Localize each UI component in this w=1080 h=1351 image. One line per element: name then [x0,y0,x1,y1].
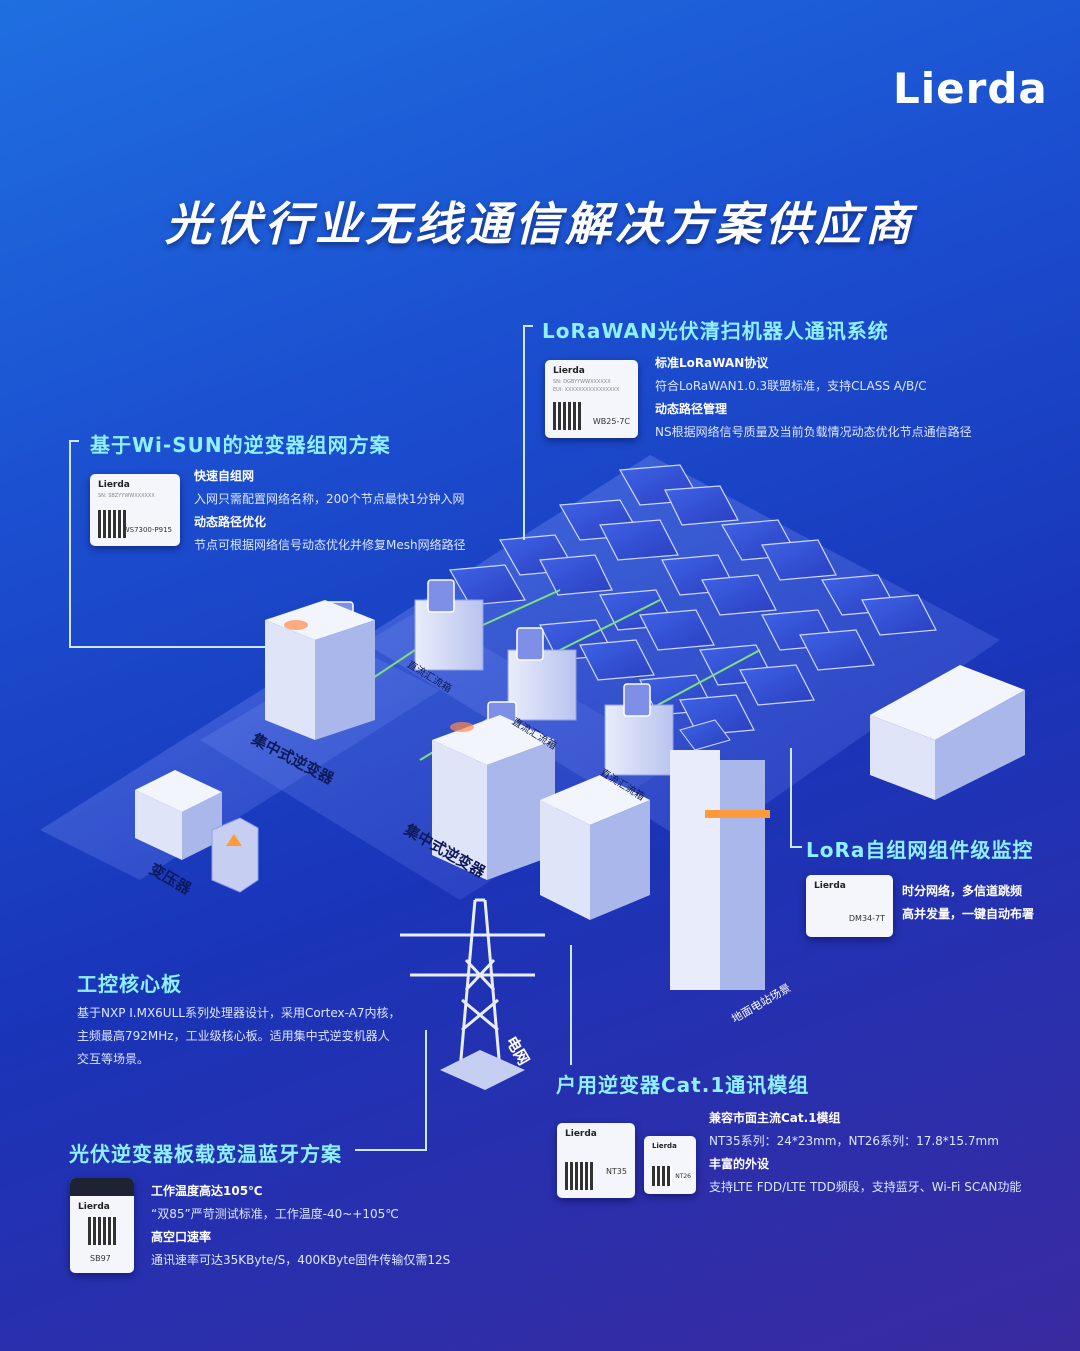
lora-mesh-feature-1: 时分网络，多信道跳频 [902,884,1023,898]
lorawan-module-sn: SN: DGBYYWWXXXXXX [553,379,611,385]
cat1-feature-1-heading: 兼容市面主流Cat.1模组 [709,1111,841,1125]
bluetooth-feature-1-heading: 工作温度高达105℃ [151,1184,263,1198]
bluetooth-connector-h [355,1149,427,1151]
bluetooth-module-model: SB97 [90,1254,111,1263]
cat1-feature-2-heading: 丰富的外设 [709,1157,770,1171]
cat1-features: 兼容市面主流Cat.1模组 NT35系列：24*23mm，NT26系列：17.8… [709,1107,1021,1199]
bluetooth-module-image: Lierda SB97 [70,1178,134,1273]
qr-code-icon [553,402,581,430]
core-board-title: 工控核心板 [77,972,182,996]
wisun-feature-1-heading: 快速自组网 [194,469,255,483]
cat1-feature-2-desc: 支持LTE FDD/LTE TDD频段，支持蓝牙、Wi-Fi SCAN功能 [709,1180,1022,1194]
wisun-connector-h [69,646,269,648]
core-board-desc-line-3: 交互等场景。 [77,1052,150,1066]
lorawan-title: LoRaWAN光伏清扫机器人通讯系统 [542,319,889,343]
lorawan-features: 标准LoRaWAN协议 符合LoRaWAN1.0.3联盟标准，支持CLASS A… [655,352,972,444]
qr-code-icon [565,1162,593,1190]
qr-code-icon [98,510,126,538]
lorawan-module-brand: Lierda [553,366,585,376]
bluetooth-connector-v [425,1030,427,1151]
bluetooth-feature-2-heading: 高空口速率 [151,1230,212,1244]
solar-panels [449,464,937,736]
bluetooth-feature-2-desc: 通讯速率可达35KByte/S，400KByte固件传输仅需12S [151,1253,451,1267]
tower-building [670,719,770,990]
lorawan-module-model: WB25-7C [592,417,630,426]
office-building [870,665,1025,800]
cat1-module-nt35-image: Lierda NT35 [557,1123,635,1198]
cat1-connector [570,945,572,1065]
core-board-desc-line-1: 基于NXP I.MX6ULL系列处理器设计，采用Cortex-A7内核， [77,1006,401,1020]
lierda-logo: Lierda [893,64,1048,113]
cat1-module-nt35-model: NT35 [605,1167,627,1176]
wisun-features: 快速自组网 入网只需配置网络名称，200个节点最快1分钟入网 动态路径优化 节点… [194,465,466,557]
wisun-connector-tick [69,440,79,442]
lora-mesh-connector-v [790,748,792,848]
lora-mesh-module-brand: Lierda [814,881,846,891]
wisun-module-model: WS7300-P915 [122,526,172,534]
lorawan-connector [523,325,525,540]
core-board-desc: 基于NXP I.MX6ULL系列处理器设计，采用Cortex-A7内核， 主频最… [77,1002,401,1071]
lorawan-feature-2-heading: 动态路径管理 [655,402,728,416]
cat1-title: 户用逆变器Cat.1通讯模组 [556,1073,810,1097]
cat1-module-brand: Lierda [565,1129,597,1139]
cat1-feature-1-desc: NT35系列：24*23mm，NT26系列：17.8*15.7mm [709,1134,999,1148]
lorawan-module-image: Lierda SN: DGBYYWWXXXXXX EUI: XXXXXXXXXX… [545,360,638,438]
transformer [135,770,259,893]
wisun-feature-2-desc: 节点可根据网络信号动态优化并修复Mesh网络路径 [194,538,466,552]
antenna-strip [70,1178,134,1196]
cat1-module-nt26-brand: Lierda [652,1142,677,1150]
bluetooth-title: 光伏逆变器板载宽温蓝牙方案 [69,1142,342,1166]
lorawan-feature-2-desc: NS根据网络信号质量及当前负载情况动态优化节点通信路径 [655,425,972,439]
lora-mesh-module-model: DM34-7T [848,914,885,923]
lorawan-connector-tick [523,325,533,327]
bluetooth-features: 工作温度高达105℃ “双85”严苛测试标准，工作温度-40~+105℃ 高空口… [151,1180,450,1272]
lora-mesh-title: LoRa自组网组件级监控 [806,838,1034,862]
wisun-connector-v [69,440,71,648]
wisun-module-sn: SN: SBZYYWWXXXXXX [98,493,155,499]
lora-mesh-module-image: Lierda DM34-7T [806,875,893,937]
core-board-desc-line-2: 主频最高792MHz，工业级核心板。适用集中式逆变机器人 [77,1029,390,1043]
cat1-module-nt26-model: NT26 [675,1173,691,1180]
qr-code-icon [88,1217,116,1245]
wisun-feature-2-heading: 动态路径优化 [194,515,267,529]
grid-tower [400,898,545,1090]
qr-code-icon [652,1166,672,1186]
lorawan-feature-1-desc: 符合LoRaWAN1.0.3联盟标准，支持CLASS A/B/C [655,379,927,393]
lorawan-feature-1-heading: 标准LoRaWAN协议 [655,356,769,370]
lora-mesh-feature-2: 高并发量，一键自动布署 [902,907,1035,921]
lora-mesh-connector-h [790,846,802,848]
central-inverter-2 [432,715,650,920]
lora-mesh-features: 时分网络，多信道跳频 高并发量，一键自动布署 [902,880,1034,926]
wisun-module-brand: Lierda [98,480,130,490]
wisun-title: 基于Wi-SUN的逆变器组网方案 [90,433,391,457]
wisun-feature-1-desc: 入网只需配置网络名称，200个节点最快1分钟入网 [194,492,465,506]
cat1-module-nt26-image: Lierda NT26 [644,1136,696,1194]
page-title: 光伏行业无线通信解决方案供应商 [165,197,915,251]
bluetooth-module-brand: Lierda [78,1202,110,1212]
central-inverter-1 [265,600,375,740]
bluetooth-feature-1-desc: “双85”严苛测试标准，工作温度-40~+105℃ [151,1207,399,1221]
wisun-module-image: Lierda SN: SBZYYWWXXXXXX WS7300-P915 [90,474,180,546]
lorawan-module-eui: EUI: XXXXXXXXXXXXXXXX [553,387,620,393]
